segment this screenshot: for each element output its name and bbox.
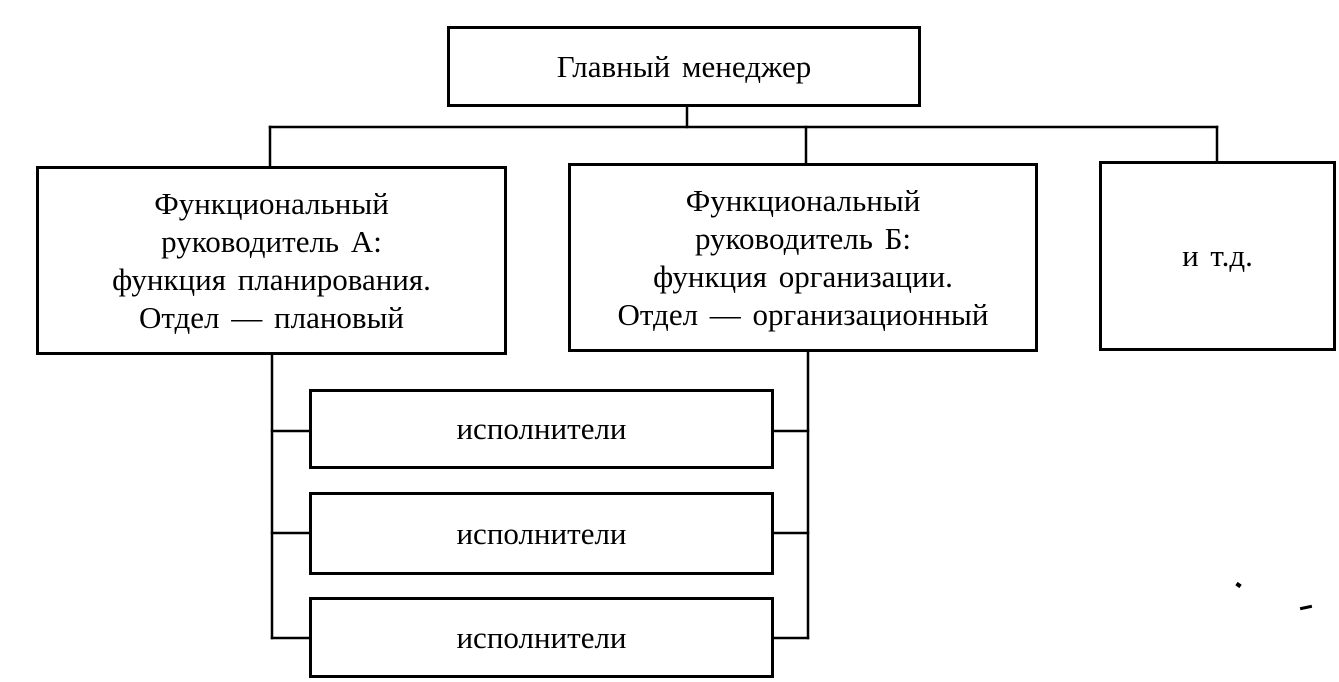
executor-label-2: исполнители bbox=[456, 515, 627, 551]
executor-node-2: исполнители bbox=[309, 492, 774, 575]
root-label: Главный менеджер bbox=[556, 48, 812, 84]
manager-b-line-1: Функциональный bbox=[685, 182, 921, 218]
etc-node: и т.д. bbox=[1099, 161, 1336, 351]
manager-b-line-4: Отдел — организационный bbox=[617, 296, 989, 332]
executor-node-3: исполнители bbox=[309, 597, 774, 678]
executor-node-1: исполнители bbox=[309, 389, 774, 469]
manager-a-line-1: Функциональный bbox=[154, 185, 389, 221]
manager-a-node: Функциональный руководитель А: функция п… bbox=[36, 166, 507, 355]
manager-a-line-4: Отдел — плановый bbox=[139, 299, 404, 335]
executor-label-1: исполнители bbox=[456, 411, 627, 446]
manager-b-line-3: функция организации. bbox=[653, 258, 953, 294]
root-node: Главный менеджер bbox=[447, 26, 921, 107]
manager-b-line-2: руководитель Б: bbox=[694, 220, 912, 256]
etc-label: и т.д. bbox=[1182, 238, 1253, 273]
manager-a-line-2: руководитель А: bbox=[161, 223, 382, 259]
executor-label-3: исполнители bbox=[456, 619, 627, 655]
manager-a-line-3: функция планирования. bbox=[112, 261, 431, 297]
manager-b-node: Функциональный руководитель Б: функция о… bbox=[568, 163, 1038, 352]
